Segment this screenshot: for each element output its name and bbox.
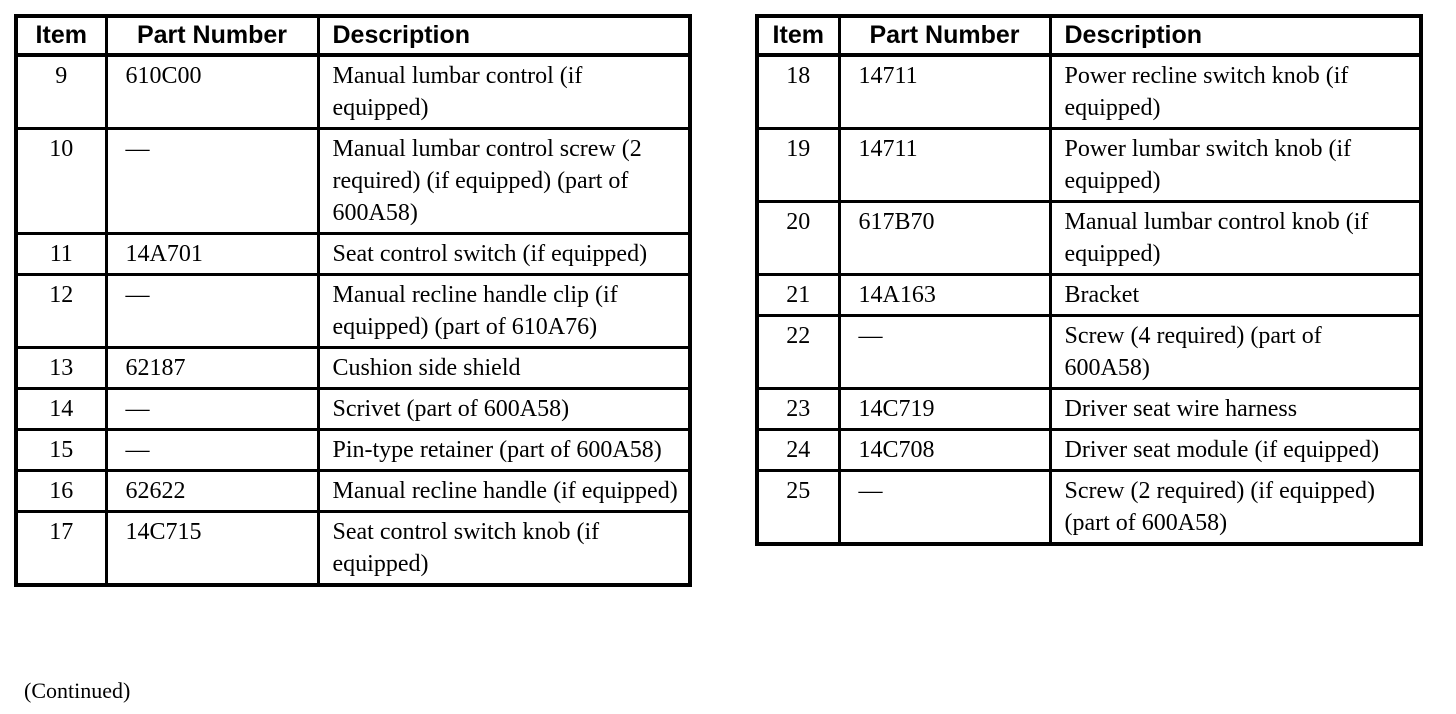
cell-description: Power recline switch knob (if equipped) [1048, 53, 1423, 130]
cell-part-number: — [104, 428, 320, 472]
cell-part-number: — [104, 387, 320, 431]
table-row: 14—Scrivet (part of 600A58) [14, 387, 692, 431]
cell-item: 23 [755, 387, 841, 431]
cell-description: Driver seat module (if equipped) [1048, 428, 1423, 472]
table-row: 22—Screw (4 required) (part of 600A58) [755, 314, 1423, 390]
cell-part-number: 14A163 [837, 273, 1052, 317]
cell-item: 14 [14, 387, 108, 431]
cell-description: Seat control switch knob (if equipped) [316, 510, 692, 587]
cell-part-number: 14711 [837, 127, 1052, 203]
cell-item: 24 [755, 428, 841, 472]
table-row: 15—Pin-type retainer (part of 600A58) [14, 428, 692, 472]
cell-description: Bracket [1048, 273, 1423, 317]
cell-part-number: 14C719 [837, 387, 1052, 431]
cell-description: Manual recline handle clip (if equipped)… [316, 273, 692, 349]
column-header-description: Description [316, 14, 692, 57]
cell-description: Pin-type retainer (part of 600A58) [316, 428, 692, 472]
cell-description: Manual lumbar control (if equipped) [316, 53, 692, 130]
cell-item: 20 [755, 200, 841, 276]
cell-part-number: 14C708 [837, 428, 1052, 472]
cell-item: 19 [755, 127, 841, 203]
cell-item: 18 [755, 53, 841, 130]
table-row: 12—Manual recline handle clip (if equipp… [14, 273, 692, 349]
cell-item: 21 [755, 273, 841, 317]
cell-description: Manual recline handle (if equipped) [316, 469, 692, 513]
cell-part-number: 617B70 [837, 200, 1052, 276]
cell-part-number: — [104, 273, 320, 349]
cell-description: Driver seat wire harness [1048, 387, 1423, 431]
cell-item: 9 [14, 53, 108, 130]
column-header-item: Item [755, 14, 841, 57]
cell-description: Cushion side shield [316, 346, 692, 390]
cell-item: 13 [14, 346, 108, 390]
cell-part-number: — [104, 127, 320, 235]
cell-description: Screw (4 required) (part of 600A58) [1048, 314, 1423, 390]
cell-description: Screw (2 required) (if equipped) (part o… [1048, 469, 1423, 546]
cell-part-number: 62187 [104, 346, 320, 390]
cell-item: 17 [14, 510, 108, 587]
cell-item: 15 [14, 428, 108, 472]
cell-description: Manual lumbar control knob (if equipped) [1048, 200, 1423, 276]
cell-description: Scrivet (part of 600A58) [316, 387, 692, 431]
cell-item: 22 [755, 314, 841, 390]
column-header-part-number: Part Number [837, 14, 1052, 57]
table-row: 10—Manual lumbar control screw (2 requir… [14, 127, 692, 235]
cell-part-number: — [837, 314, 1052, 390]
cell-item: 25 [755, 469, 841, 546]
cell-part-number: 62622 [104, 469, 320, 513]
cell-description: Seat control switch (if equipped) [316, 232, 692, 276]
continued-note: (Continued) [24, 678, 131, 703]
column-header-part-number: Part Number [104, 14, 320, 57]
cell-item: 16 [14, 469, 108, 513]
column-header-description: Description [1048, 14, 1423, 57]
cell-item: 11 [14, 232, 108, 276]
cell-description: Power lumbar switch knob (if equipped) [1048, 127, 1423, 203]
cell-item: 12 [14, 273, 108, 349]
cell-part-number: 14A701 [104, 232, 320, 276]
cell-part-number: 14C715 [104, 510, 320, 587]
cell-part-number: 610C00 [104, 53, 320, 130]
cell-part-number: — [837, 469, 1052, 546]
column-header-item: Item [14, 14, 108, 57]
cell-part-number: 14711 [837, 53, 1052, 130]
cell-item: 10 [14, 127, 108, 235]
table-row: 25—Screw (2 required) (if equipped) (par… [755, 469, 1423, 546]
cell-description: Manual lumbar control screw (2 required)… [316, 127, 692, 235]
